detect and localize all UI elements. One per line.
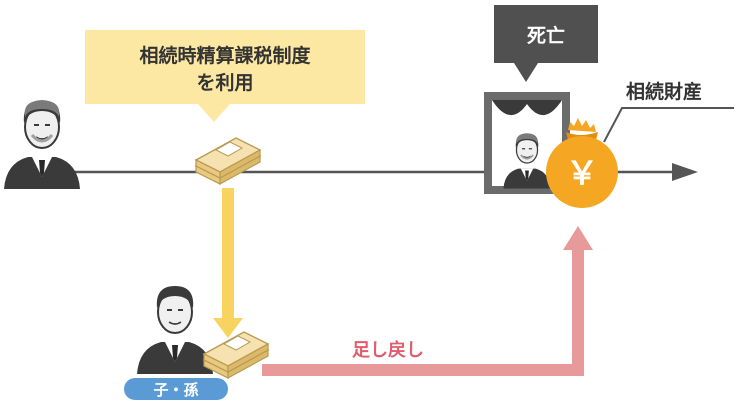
yen-bag-icon: ￥ — [546, 118, 618, 208]
child-person-icon — [136, 285, 214, 375]
addback-arrow-line — [262, 248, 584, 376]
addback-label: 足し戻し — [352, 339, 424, 361]
death-callout: 死亡 — [494, 5, 598, 82]
death-label: 死亡 — [527, 24, 565, 47]
money-bundle-icon — [203, 331, 269, 379]
gift-arrow-shaft — [222, 188, 234, 318]
callout-line1: 相続時精算課税制度 — [139, 44, 311, 67]
addback-arrow-head — [563, 226, 593, 250]
timeline-arrowhead — [672, 163, 698, 181]
estate-pointer-line — [603, 107, 734, 143]
child-badge: 子・孫 — [124, 378, 228, 400]
yen-symbol: ￥ — [566, 154, 598, 192]
callout-line2: を利用 — [196, 72, 253, 94]
estate-label: 相続財産 — [626, 80, 702, 103]
gift-arrow-head — [213, 318, 243, 338]
tax-system-callout: 相続時精算課税制度 を利用 — [85, 30, 365, 122]
money-bundle-icon — [195, 137, 261, 185]
parent-person-icon — [3, 100, 81, 190]
child-badge-label: 子・孫 — [153, 381, 198, 399]
